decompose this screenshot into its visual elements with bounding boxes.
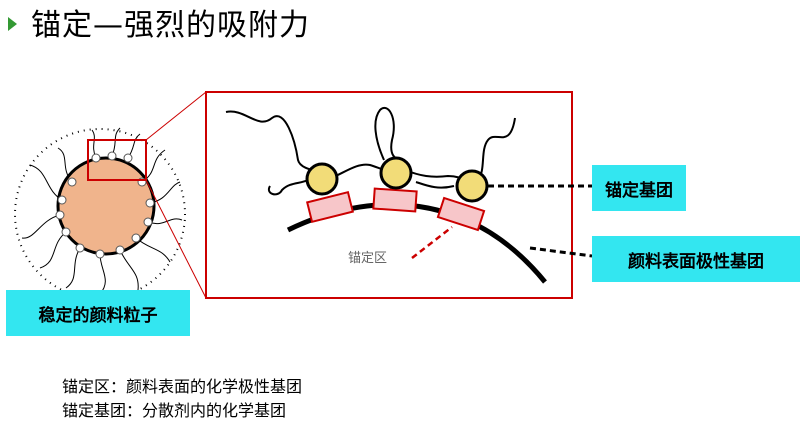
anchor-group-beads — [305, 156, 489, 203]
stable-particle-label: 稳定的颜料粒子 — [6, 290, 190, 336]
polar-site — [372, 187, 418, 213]
zoom-connector-top — [145, 91, 207, 141]
stabilization-halo — [14, 128, 186, 300]
arrow-bullet-icon — [8, 17, 17, 31]
footnote-anchor-group: 锚定基团：分散剂内的化学基团 — [62, 401, 287, 420]
footnote-anchor-zone: 锚定区：颜料表面的化学极性基团 — [62, 377, 303, 396]
polar-group-pointer — [529, 246, 593, 258]
anchor-zone-pointer — [411, 226, 453, 259]
anchor-zone-label: 锚定区 — [348, 251, 387, 266]
zoom-connector-bottom — [145, 179, 207, 299]
title-row: 锚定—强烈的吸附力 — [8, 2, 310, 43]
pigment-particle — [56, 156, 156, 256]
zoom-selection-box — [87, 139, 147, 181]
polar-sites — [305, 187, 486, 232]
polar-site — [436, 196, 486, 232]
page-title: 锚定—强烈的吸附力 — [31, 8, 310, 43]
polar-group-label: 颜料表面极性基团 — [592, 236, 800, 282]
polar-site — [305, 191, 355, 223]
anchor-group-label: 锚定基团 — [592, 165, 686, 211]
